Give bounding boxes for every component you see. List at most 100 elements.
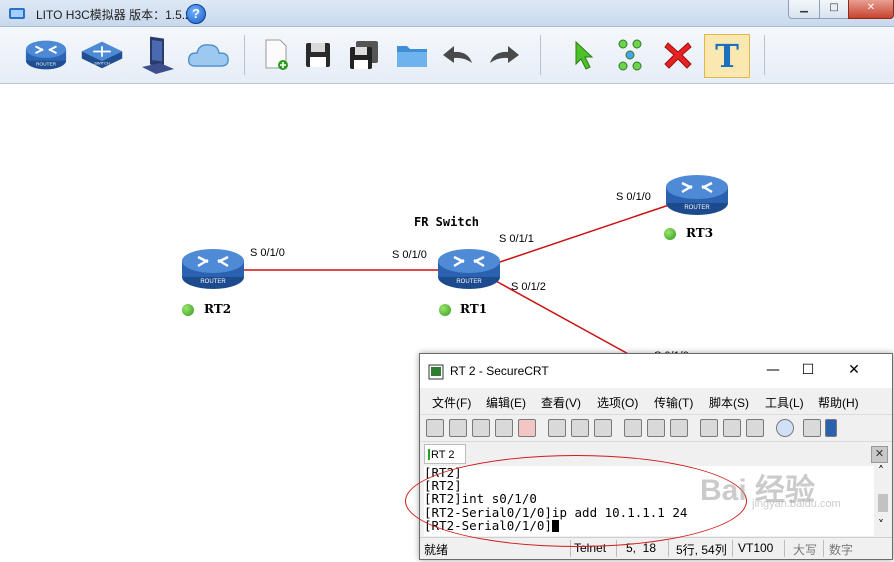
paste-icon[interactable]: [571, 419, 589, 437]
router-caption: ROUTER: [456, 279, 482, 285]
status-rows-cols: 5行, 54列: [676, 543, 727, 557]
open-folder-tool[interactable]: [390, 34, 434, 76]
status-num: 数字: [829, 543, 854, 557]
app-title: LITO H3C模拟器 版本：1.5.2: [36, 8, 192, 22]
link-rt1-offscreen: [493, 279, 633, 357]
status-separator: [570, 540, 571, 557]
folder-icon: [397, 46, 427, 67]
new-file-icon: [265, 39, 288, 70]
cloud-icon: [187, 44, 229, 67]
key-icon[interactable]: [746, 419, 764, 437]
status-separator: [616, 540, 617, 557]
reconnect-icon[interactable]: [495, 419, 513, 437]
securecrt-maximize-button[interactable]: ☐: [801, 362, 815, 378]
menu-view[interactable]: 查看(V): [541, 396, 581, 410]
terminal-line: [RT2]: [424, 478, 462, 494]
securecrt-close-button[interactable]: ✕: [848, 362, 860, 378]
port-label: S 0/1/2: [511, 281, 546, 293]
app-icon: [9, 8, 25, 19]
link-lines: [236, 203, 673, 357]
printer-icon[interactable]: [670, 419, 688, 437]
save-as-tool[interactable]: [342, 34, 386, 76]
undo-tool[interactable]: [436, 34, 480, 76]
connect-icon[interactable]: [426, 419, 444, 437]
session-options-icon[interactable]: [700, 419, 718, 437]
redo-arrow-icon: [490, 46, 519, 63]
router-rt3[interactable]: ROUTER: [664, 171, 730, 219]
maximize-button[interactable]: □: [819, 0, 849, 19]
help-icon[interactable]: [776, 419, 794, 437]
copy-icon[interactable]: [548, 419, 566, 437]
topology-title: FR Switch: [414, 215, 480, 229]
scroll-thumb[interactable]: [878, 494, 888, 512]
undo-arrow-icon: [443, 46, 472, 63]
status-separator: [732, 540, 733, 557]
menu-transfer[interactable]: 传输(T): [654, 396, 694, 410]
terminal-line: [RT2]: [424, 466, 462, 480]
status-dot-rt1: [439, 304, 451, 316]
securecrt-title: RT 2 - SecureCRT: [450, 364, 549, 378]
minimize-button[interactable]: ▁: [788, 0, 820, 19]
tab-close-icon[interactable]: ✕: [871, 446, 888, 463]
text-tool[interactable]: T: [704, 34, 750, 78]
new-file-tool[interactable]: [254, 34, 298, 76]
router-rt1[interactable]: ROUTER: [436, 245, 502, 293]
status-caps: 大写: [793, 543, 818, 557]
floppy-stack-icon: [350, 41, 378, 69]
router-caption: ROUTER: [200, 279, 226, 285]
disconnect-icon[interactable]: [518, 419, 536, 437]
close-button[interactable]: ✕: [848, 0, 894, 19]
save-tool[interactable]: [296, 34, 340, 76]
terminal-prompt-line: [RT2-Serial0/1/0]: [424, 519, 874, 532]
watermark: Bai 经验: [700, 474, 816, 507]
terminal-icon[interactable]: [803, 419, 821, 437]
cloud-tool[interactable]: [186, 34, 230, 76]
menu-options[interactable]: 选项(O): [597, 396, 639, 410]
terminal-line: [RT2]int s0/1/0: [424, 491, 537, 507]
securecrt-minimize-button[interactable]: —: [766, 362, 780, 378]
menu-help[interactable]: 帮助(H): [818, 396, 859, 410]
connect-tool[interactable]: [608, 34, 652, 76]
help-icon[interactable]: ?: [186, 4, 206, 24]
find-icon[interactable]: [594, 419, 612, 437]
scroll-up-arrow-icon[interactable]: ˄: [878, 464, 884, 478]
securecrt-status-bar: 就绪 Telnet 5, 18 5行, 54列 VT100 大写 数字: [420, 537, 892, 559]
securecrt-toolbar: [420, 414, 892, 441]
switch-tool-caption: SWITCH: [94, 61, 110, 66]
connect-tab-icon[interactable]: [472, 419, 490, 437]
redo-tool[interactable]: [482, 34, 526, 76]
title-bar: LITO H3C模拟器 版本：1.5.2 ? ▁ □ ✕: [0, 0, 894, 27]
router-rt2[interactable]: ROUTER: [180, 245, 246, 293]
toolbar-overflow-icon[interactable]: [825, 419, 837, 437]
securecrt-title-bar: RT 2 - SecureCRT — ☐ ✕: [420, 354, 892, 388]
status-ready: 就绪: [424, 543, 449, 557]
toolbar-separator: [540, 35, 541, 75]
switch-icon: SWITCH: [81, 41, 123, 69]
pc-tool[interactable]: [136, 34, 180, 76]
menu-file[interactable]: 文件(F): [432, 396, 472, 410]
watermark-url: jingyan.baidu.com: [752, 498, 841, 510]
port-label: S 0/1/0: [392, 249, 427, 261]
quick-connect-icon[interactable]: [449, 419, 467, 437]
router-tool[interactable]: ROUTER: [24, 34, 68, 76]
print-selection-icon[interactable]: [647, 419, 665, 437]
delete-tool[interactable]: [656, 34, 700, 76]
menu-script[interactable]: 脚本(S): [709, 396, 749, 410]
device-label-rt2: RT2: [204, 302, 232, 316]
scroll-down-arrow-icon[interactable]: ˅: [878, 518, 884, 532]
global-options-icon[interactable]: [723, 419, 741, 437]
switch-tool[interactable]: SWITCH: [80, 34, 124, 76]
terminal-scrollbar[interactable]: ˄ ˅: [876, 464, 890, 536]
router-caption: ROUTER: [684, 205, 710, 211]
menu-edit[interactable]: 编辑(E): [486, 396, 526, 410]
terminal-output[interactable]: [RT2] [RT2] [RT2]int s0/1/0 [RT2-Serial0…: [424, 466, 874, 536]
print-icon[interactable]: [624, 419, 642, 437]
select-tool[interactable]: [562, 34, 606, 76]
securecrt-window: RT 2 - SecureCRT — ☐ ✕ 文件(F) 编辑(E) 查看(V)…: [419, 353, 893, 560]
terminal-line: [RT2-Serial0/1/0]ip add 10.1.1.1 24: [424, 504, 688, 520]
router-icon: ROUTER: [25, 40, 67, 70]
status-terminal-type: VT100: [738, 541, 774, 555]
status-separator: [784, 540, 785, 557]
session-tab-rt2[interactable]: RT 2: [424, 444, 466, 464]
menu-tools[interactable]: 工具(L): [765, 396, 804, 410]
